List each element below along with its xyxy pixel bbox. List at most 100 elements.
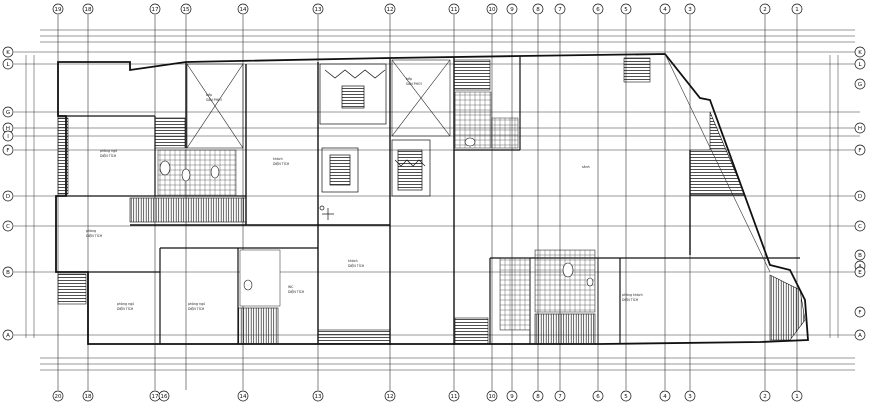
grid-bubble-top-circle: [554, 3, 566, 15]
grid-bubble-right-circle: [854, 220, 866, 232]
grid-bubble-top-circle: [684, 3, 696, 15]
grid-bubble-top: 8: [536, 7, 540, 13]
grid-bubble-bottom-circle: [532, 390, 544, 402]
grid-bubble-bottom: 16: [161, 394, 168, 400]
grid-bubble-left: G: [6, 110, 10, 116]
grid-bubble-left-circle: [2, 106, 14, 118]
balcony-hatches: [57, 57, 806, 345]
grid-bubble-right-circle: [854, 329, 866, 341]
grid-bubble-top-circle: [659, 3, 671, 15]
grid-bubble-bottom: 14: [240, 394, 247, 400]
grid-bubble-left: A: [6, 333, 10, 339]
grid-bubble-left-circle: [2, 190, 14, 202]
wc-tiles: [157, 91, 596, 331]
grid-bubble-left-circle: [2, 220, 14, 232]
grid-bubble-bottom: 4: [663, 394, 667, 400]
grid-bubble-left-circle: [2, 46, 14, 58]
grid-bubble-top-circle: [486, 3, 498, 15]
grid-bubble-bottom: 2: [763, 394, 767, 400]
grid-bubble-right: A: [858, 333, 862, 339]
grid-bubble-bottom: 6: [596, 394, 600, 400]
grid-bubble-bottom-circle: [384, 390, 396, 402]
grid-bubble-left: F: [6, 148, 9, 154]
center-mark-icon: [319, 205, 334, 220]
grid-bubble-left: K: [6, 50, 10, 56]
room-label: phòng ngủ: [100, 149, 117, 153]
grid-bubble-top-circle: [448, 3, 460, 15]
grid-bubble-bottom: 1: [795, 394, 799, 400]
room-sub: DIỆN TÍCH: [273, 161, 290, 166]
grid-bubble-right-circle: [854, 46, 866, 58]
room-sub: DIỆN TÍCH: [288, 289, 305, 294]
grid-bubble-right-circle: [854, 122, 866, 134]
grid-bubble-right: E: [858, 270, 862, 276]
grid-bubble-bottom: 7: [558, 394, 562, 400]
grid-bubble-bottom: 10: [489, 394, 496, 400]
room-sub: SÂN PHƠI: [406, 81, 422, 86]
room-sub: DIỆN TÍCH: [622, 297, 639, 302]
grid-bubble-top-circle: [180, 3, 192, 15]
grid-bubble-left-circle: [2, 130, 14, 142]
grid-bubble-bottom-circle: [791, 390, 803, 402]
grid-bubble-top: 14: [240, 7, 247, 13]
staircase-core: [319, 63, 431, 197]
grid-bubble-right: L: [858, 62, 862, 68]
grid-bubble-top: 3: [688, 7, 692, 13]
grid-bubble-left-circle: [2, 266, 14, 278]
building-walls: [55, 53, 809, 345]
grid-bubble-top: 9: [510, 7, 514, 13]
grid-bubble-right-circle: [854, 306, 866, 318]
room-sub: DIỆN TÍCH: [188, 306, 205, 311]
grid-bubble-left: I: [7, 134, 9, 140]
grid-bubble-left-circle: [2, 329, 14, 341]
grid-bubble-left-circle: [2, 58, 14, 70]
grid-bubble-top: 10: [489, 7, 496, 13]
grid-bubble-bottom-circle: [759, 390, 771, 402]
grid-bubble-left-circle: [2, 144, 14, 156]
grid-bubble-bottom-circle: [486, 390, 498, 402]
room-sub: DIỆN TÍCH: [117, 306, 134, 311]
grid-bubble-left: B: [6, 270, 10, 276]
room-label: khách: [273, 157, 283, 161]
grid-bubble-right: D: [858, 194, 862, 200]
grid-bubble-bottom: 8: [536, 394, 540, 400]
grid-bubble-top: 2: [763, 7, 767, 13]
section-line: [664, 53, 771, 273]
grid-bubble-bottom-circle: [237, 390, 249, 402]
grid-bubble-top: 7: [558, 7, 562, 13]
grid-bubble-right-circle: [854, 58, 866, 70]
grid-bubble-top: 18: [85, 7, 92, 13]
grid-bubble-top-circle: [620, 3, 632, 15]
grid-bubble-top-circle: [384, 3, 396, 15]
grid-bubble-top-circle: [82, 3, 94, 15]
grid-bubble-right: F: [858, 148, 861, 154]
grid-bubble-bottom: 5: [624, 394, 628, 400]
grid-bubble-left: C: [6, 224, 10, 230]
grid-bubble-top: 1: [795, 7, 799, 13]
grid-bubble-bottom: 3: [688, 394, 692, 400]
grid-bubble-top: 15: [183, 7, 190, 13]
room-label: phòng ngủ: [188, 302, 205, 306]
dimension-lines: [25, 29, 855, 371]
grid-bubble-bottom-circle: [684, 390, 696, 402]
grid-bubble-top-circle: [506, 3, 518, 15]
grid-bubble-top-circle: [592, 3, 604, 15]
room-label: bếp: [406, 77, 412, 81]
grid-bubble-bottom-circle: [312, 390, 324, 402]
grid-bubble-right: K: [858, 50, 862, 56]
grid-bubble-bottom-circle: [52, 390, 64, 402]
grid-bubble-top: 5: [624, 7, 628, 13]
room-sub: DIỆN TÍCH: [100, 153, 117, 158]
room-label: bếp: [206, 93, 212, 97]
grid-bubble-top: 6: [596, 7, 600, 13]
grid-bubble-bottom: 12: [387, 394, 394, 400]
grid-bubble-top-circle: [149, 3, 161, 15]
grid-bubble-right-circle: [854, 78, 866, 90]
grid-bubble-left: D: [6, 194, 10, 200]
grid-bubble-right: F: [858, 310, 861, 316]
room-sub: SÂN PHƠI: [206, 97, 222, 102]
grid-bubble-top: 19: [55, 7, 62, 13]
grid-bubble-bottom-circle: [620, 390, 632, 402]
